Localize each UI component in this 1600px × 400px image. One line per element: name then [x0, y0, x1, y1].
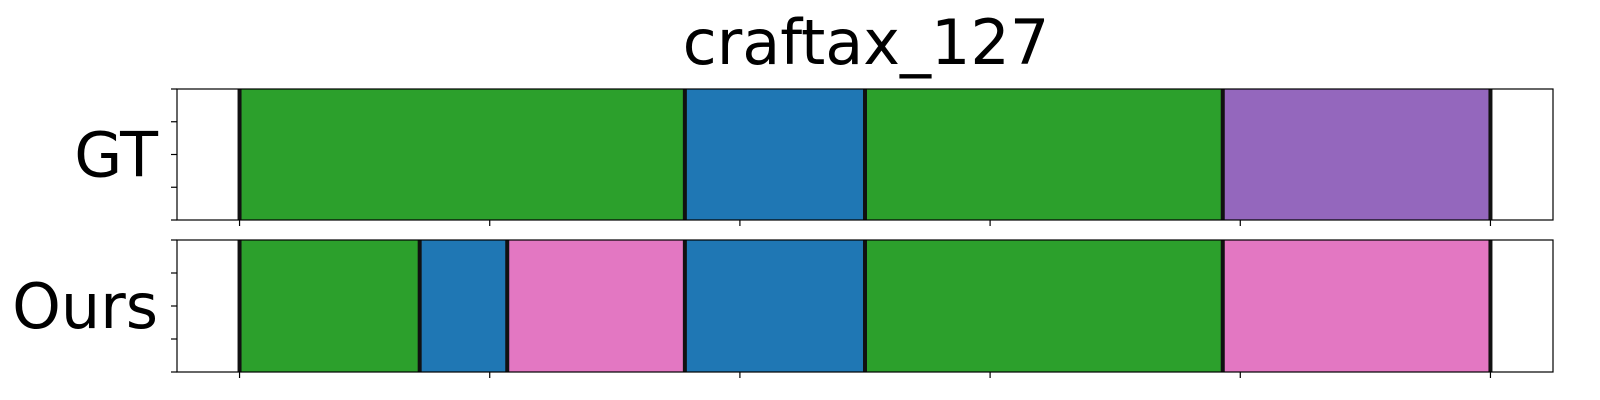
segment-gt-2 [865, 89, 1223, 220]
segment-gt-0 [239, 89, 685, 220]
row-label-gt: GT [74, 119, 159, 192]
segment-ours-2 [507, 240, 685, 372]
segment-ours-3 [684, 240, 865, 372]
chart-title: craftax_127 [683, 6, 1050, 79]
rows-layer: GT Ours [12, 88, 1554, 378]
segment-gt-1 [684, 89, 865, 220]
segment-gt-3 [1222, 89, 1491, 220]
segment-ours-1 [419, 240, 508, 372]
row-gt: GT [74, 88, 1554, 226]
segment-ours-5 [1222, 240, 1491, 372]
row-ours: Ours [12, 239, 1554, 378]
segment-ours-4 [865, 240, 1223, 372]
segment-ours-0 [239, 240, 420, 372]
row-label-ours: Ours [12, 270, 158, 343]
